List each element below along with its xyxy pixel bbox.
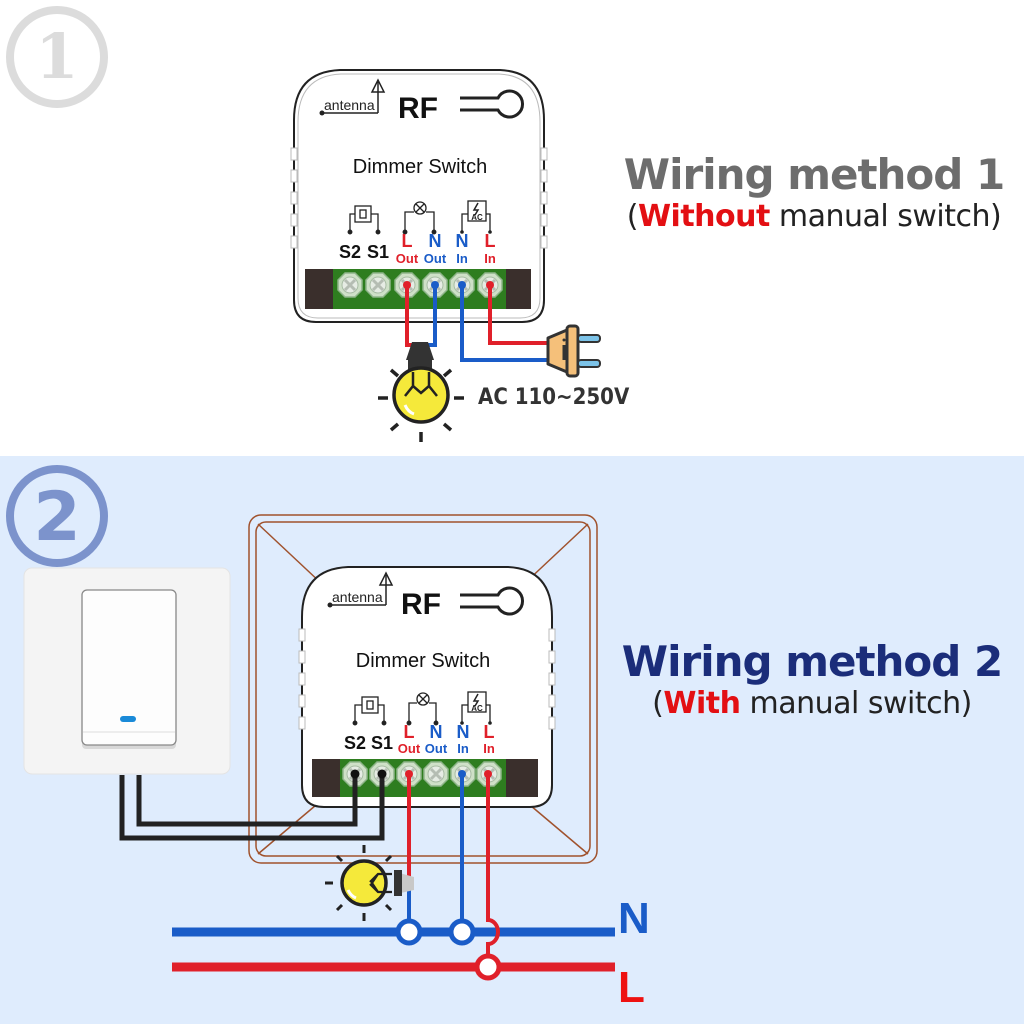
live-bus-label: L: [618, 963, 645, 1012]
ac-source-symbol-icon: AC: [460, 691, 492, 725]
step-number-2: 2: [33, 478, 80, 557]
rf-loop-icon: [460, 89, 525, 119]
svg-text:S2: S2: [344, 733, 366, 753]
wiring-method-1-title: Wiring method 1: [623, 150, 1005, 199]
dimmer-module-1: antenna RF Dimmer Switch AC S2 S1 L: [290, 69, 548, 323]
svg-text:L: L: [402, 231, 413, 251]
module-name: Dimmer Switch: [356, 650, 490, 672]
wiring-method-1-heading: Wiring method 1 (Without manual switch): [604, 150, 1024, 234]
svg-text:In: In: [483, 741, 495, 756]
antenna-label: antenna: [332, 589, 383, 605]
power-plug-icon: [546, 324, 601, 378]
step-number-1: 1: [35, 20, 78, 93]
step-number-1-badge: 1: [6, 6, 108, 108]
svg-text:N: N: [429, 231, 442, 251]
terminal-labels: S2 S1 L Out N Out N In L In: [344, 722, 495, 756]
terminal-block: [312, 759, 538, 797]
terminal-block: [305, 269, 531, 309]
voltage-label: AC 110~250V: [478, 385, 630, 410]
svg-text:L: L: [404, 722, 415, 742]
mounting-box-outline: [248, 514, 598, 864]
svg-text:Out: Out: [425, 741, 448, 756]
light-bulb-icon: [325, 845, 414, 921]
rf-label: RF: [401, 588, 441, 621]
light-bulb-icon: [378, 342, 464, 442]
antenna-icon: [327, 571, 394, 608]
svg-text:In: In: [457, 741, 469, 756]
svg-text:S2: S2: [339, 242, 361, 262]
dimmer-module-2: antenna RF Dimmer Switch AC S2 S1 L Out …: [298, 566, 556, 808]
svg-text:In: In: [484, 251, 496, 266]
terminal-labels: S2 S1 L Out N Out N In L In: [339, 231, 496, 266]
svg-text:N: N: [456, 231, 469, 251]
svg-text:AC: AC: [471, 213, 483, 222]
svg-text:S1: S1: [367, 242, 389, 262]
rf-loop-icon: [460, 586, 525, 616]
ac-source-symbol-icon: AC: [460, 200, 492, 234]
switch-symbol-icon: [352, 696, 387, 726]
rf-label: RF: [398, 92, 438, 125]
svg-text:In: In: [456, 251, 468, 266]
svg-text:Out: Out: [424, 251, 447, 266]
antenna-label: antenna: [324, 97, 375, 113]
svg-text:L: L: [484, 722, 495, 742]
lamp-symbol-icon: [402, 201, 437, 235]
svg-text:N: N: [430, 722, 443, 742]
module-name: Dimmer Switch: [353, 156, 487, 178]
lamp-symbol-icon: [406, 692, 439, 726]
wire-dots: [403, 281, 494, 289]
svg-text:AC: AC: [471, 704, 483, 713]
wiring-method-1-subtitle: (Without manual switch): [626, 199, 1002, 234]
antenna-icon: [319, 78, 386, 116]
svg-text:Out: Out: [398, 741, 421, 756]
wiring-method-2-heading: Wiring method 2 (With manual switch): [612, 637, 1012, 721]
wiring-method-2-subtitle: (With manual switch): [652, 686, 972, 721]
step-number-2-badge: 2: [6, 465, 108, 567]
svg-text:Out: Out: [396, 251, 419, 266]
wiring-method-2-title: Wiring method 2: [621, 637, 1003, 686]
svg-text:S1: S1: [371, 733, 393, 753]
neutral-bus-label: N: [618, 894, 650, 943]
indicator-led-icon: [120, 716, 136, 722]
junction-points: [395, 918, 502, 981]
svg-text:L: L: [485, 231, 496, 251]
switch-symbol-icon: [347, 205, 381, 235]
manual-wall-switch[interactable]: [23, 567, 231, 775]
switch-wires: [119, 774, 385, 841]
svg-text:N: N: [457, 722, 470, 742]
